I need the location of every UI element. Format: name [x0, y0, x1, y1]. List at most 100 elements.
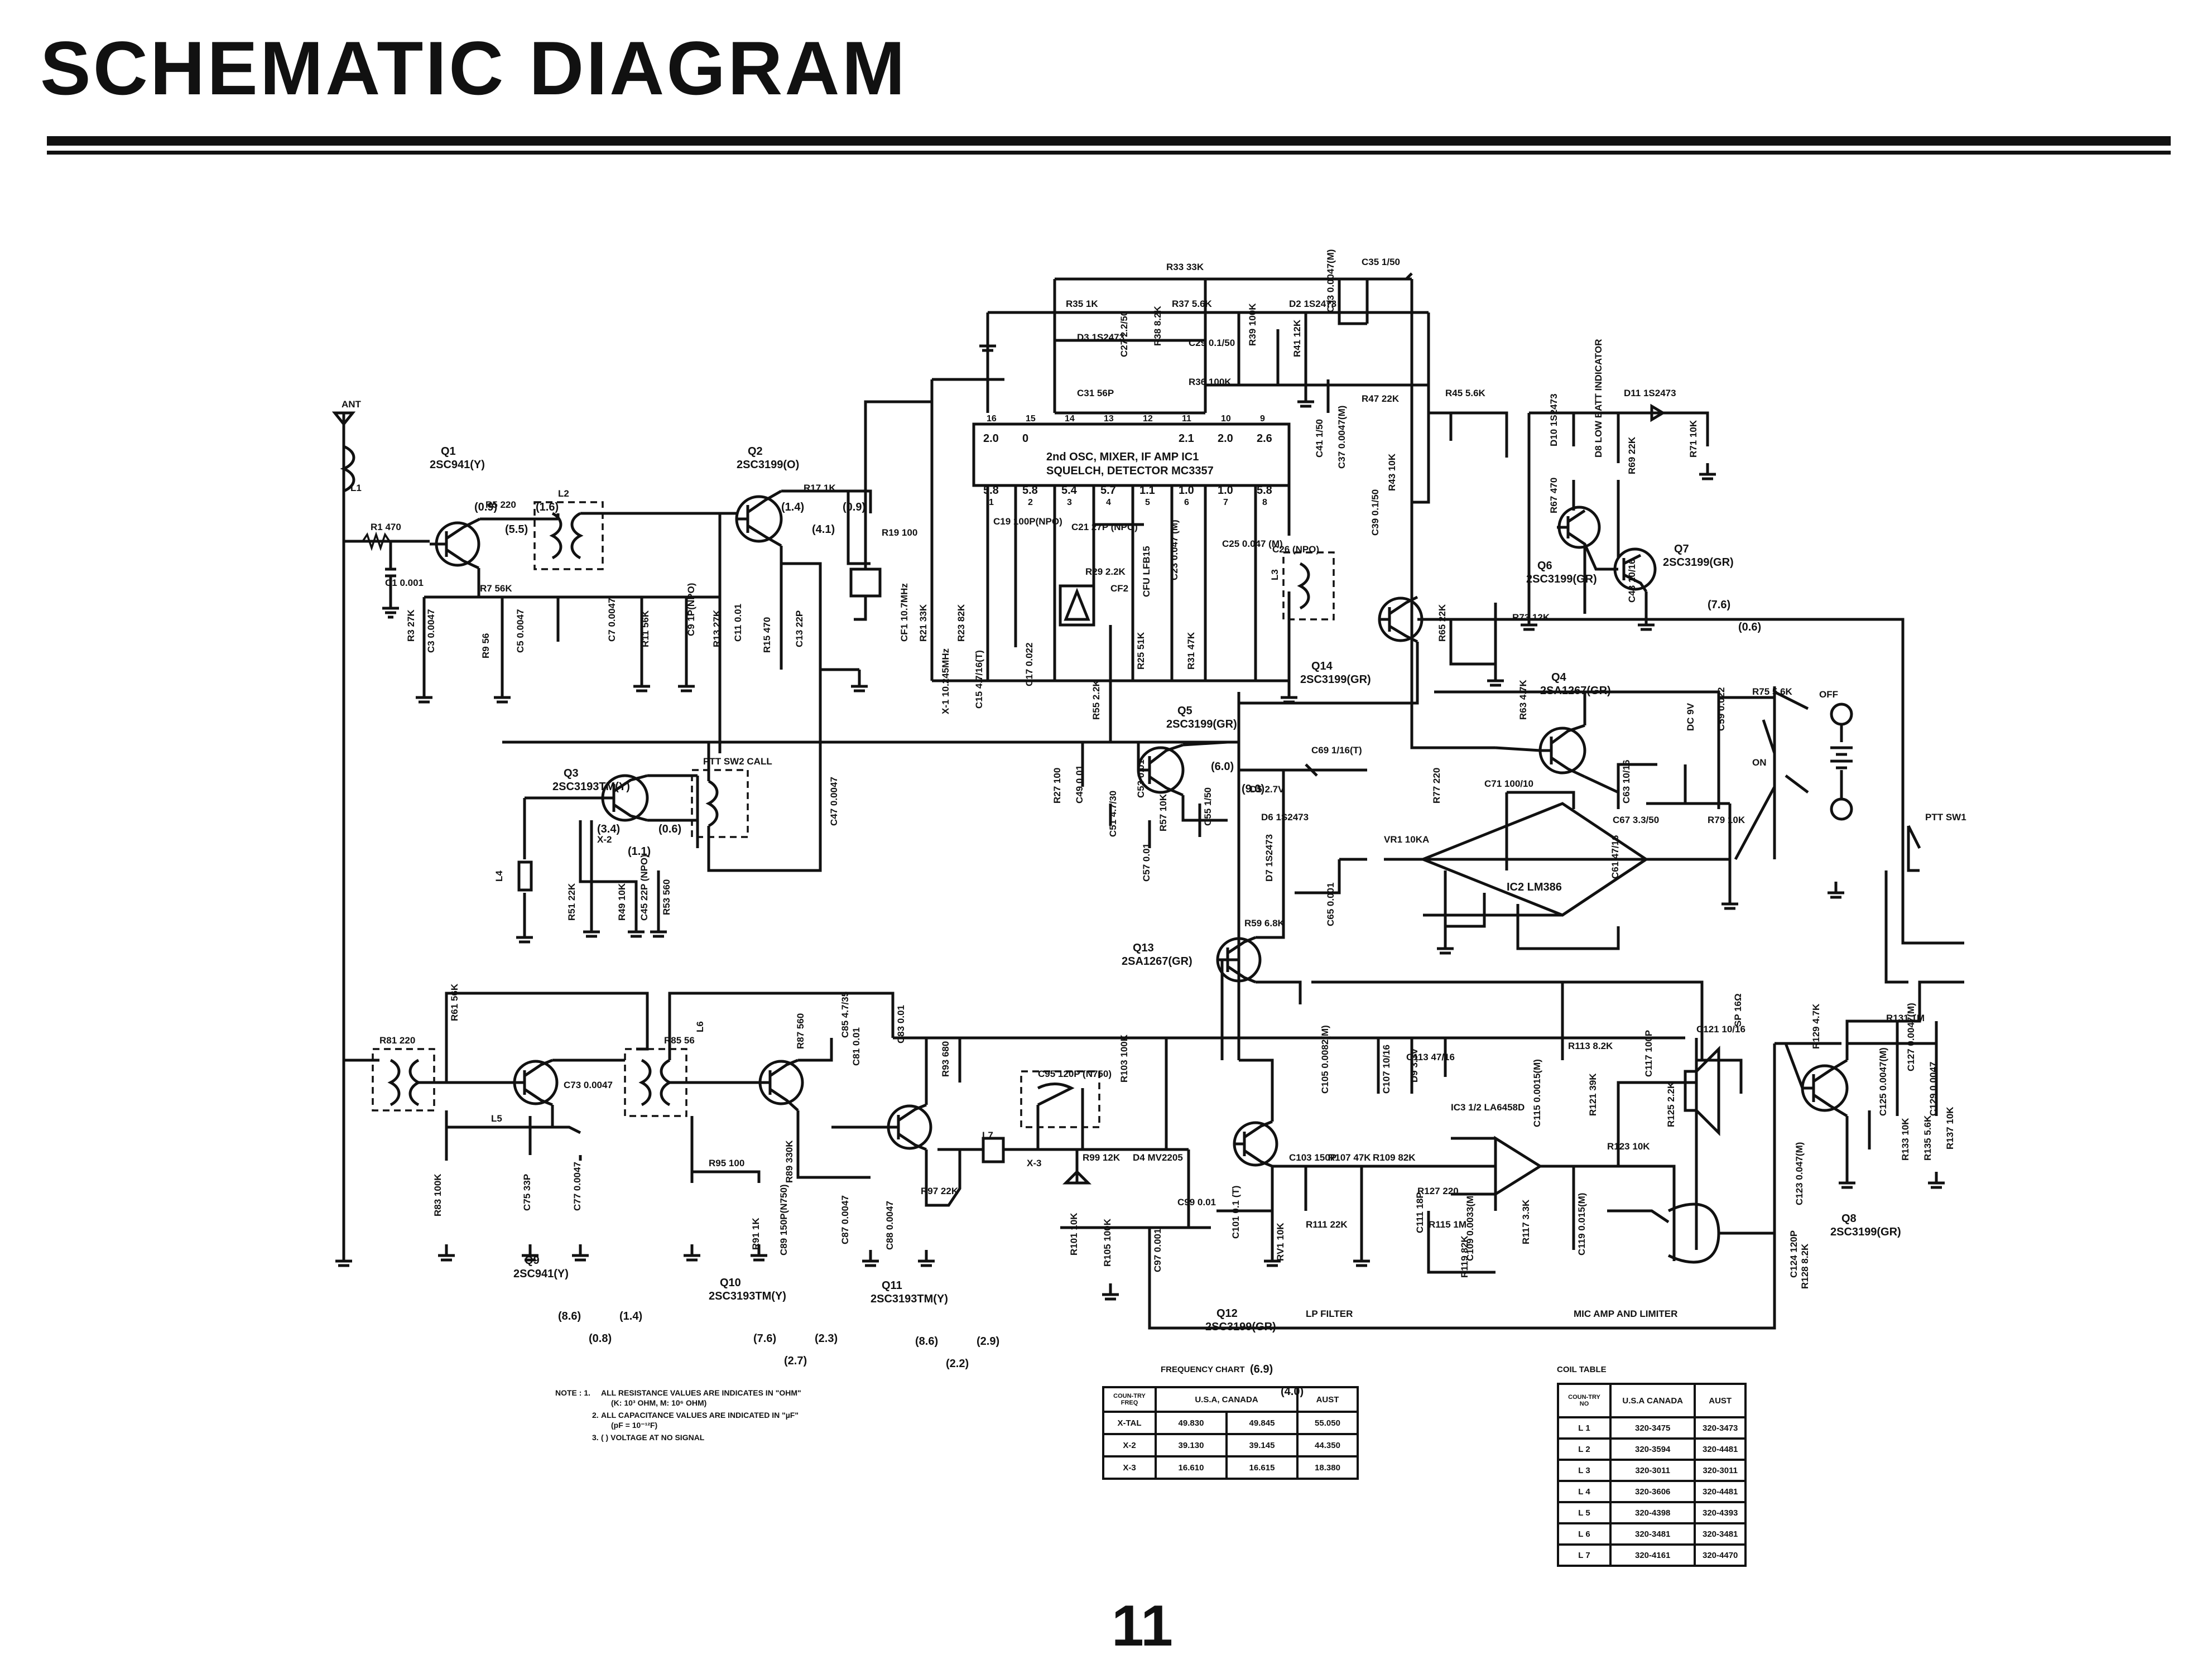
component-label: C51 4.7/30	[1108, 791, 1118, 837]
component-label: C77 0.0047	[572, 1162, 583, 1211]
component-label: R11 56K	[640, 610, 651, 647]
frequency-chart-header-usa: U.S.A, CANADA	[1155, 1386, 1299, 1413]
ic1-bottom-pins: 5.815.825.435.741.151.061.075.88	[983, 484, 1272, 507]
ic1-pin-voltage: 5.8	[1022, 484, 1038, 497]
component-label: R33 33K	[1166, 262, 1204, 272]
transistor-ref: Q12	[1216, 1307, 1238, 1320]
component-label: R137 10K	[1945, 1107, 1955, 1149]
component-label: R123 10K	[1607, 1141, 1650, 1152]
table-cell: 320-3011	[1609, 1459, 1696, 1482]
component-label: D9 3.3V	[1409, 1048, 1420, 1083]
transistor-part: 2SC3199(GR)	[1663, 556, 1734, 569]
component-label: R99 12K	[1083, 1152, 1121, 1163]
ic1-pin-voltage: 2.6	[1257, 432, 1272, 445]
table-cell: L 1	[1557, 1416, 1612, 1440]
component-label: C127 0.0047(M)	[1906, 1003, 1916, 1071]
component-label: R51 22K	[566, 883, 577, 921]
transistor-voltage: (2.9)	[977, 1335, 999, 1348]
transistor-voltage: (0.9)	[474, 501, 497, 513]
component-label: C29 0.1/50	[1189, 338, 1235, 348]
component-label: R15 470	[762, 617, 772, 653]
component-label: R129 4.7K	[1811, 1003, 1821, 1049]
component-label: X-3	[1027, 1158, 1041, 1168]
component-label: L4	[494, 870, 504, 882]
ic1-pin-voltage: 1.0	[1218, 484, 1233, 497]
component-label: C27 2.2/50	[1119, 311, 1129, 357]
component-label: R131 1M	[1886, 1013, 1925, 1023]
component-label: R105 100K	[1102, 1218, 1113, 1267]
transistor-part: 2SC941(Y)	[513, 1268, 569, 1280]
component-label: D2 1S2473	[1289, 299, 1336, 309]
coil-table-corner-bottom: NO	[1579, 1401, 1589, 1407]
component-label: C117 100P	[1643, 1030, 1654, 1077]
ic1-pin-number: 13	[1104, 414, 1114, 424]
transistor-voltage: (2.2)	[946, 1358, 969, 1370]
ic1-pin-voltage: 2.0	[983, 432, 999, 445]
component-label: C45 22P (NPO)	[639, 854, 650, 921]
transistor-ref: Q7	[1674, 543, 1689, 555]
title-rule-thick	[47, 136, 2171, 146]
table-cell: 49.845	[1225, 1411, 1299, 1435]
component-label: R81 220	[379, 1035, 415, 1046]
transistor-ref: Q8	[1841, 1213, 1857, 1225]
table-row: X-TAL 49.830 49.845 55.050	[1102, 1411, 1359, 1435]
table-cell: 55.050	[1296, 1411, 1359, 1435]
transistor-ref: Q5	[1177, 705, 1192, 717]
ic1-pin-number: 4	[1106, 498, 1111, 507]
component-label: R83 100K	[432, 1173, 443, 1216]
component-label: R75 5.6K	[1752, 686, 1793, 697]
transistor-voltage: (5.5)	[505, 523, 528, 536]
transistor-part: 2SC3193TM(Y)	[871, 1293, 948, 1305]
table-cell: 320-3481	[1694, 1522, 1747, 1546]
transistor-part: 2SA1267(GR)	[1540, 685, 1611, 697]
transistor-part: 2SC941(Y)	[430, 459, 485, 471]
component-label: D11 1S2473	[1624, 388, 1676, 398]
transistor-voltage: (7.6)	[753, 1333, 776, 1345]
ic1-pin-voltage: 0	[1022, 432, 1028, 445]
component-label: R117 3.3K	[1521, 1199, 1531, 1244]
transistor-voltage: (8.6)	[558, 1310, 581, 1322]
coil-table-corner: COUN-TRY NO	[1557, 1383, 1612, 1418]
component-label: C33 0.0047(M)	[1325, 249, 1336, 312]
component-label: R115 1M	[1429, 1219, 1466, 1230]
component-label: R128 8.2K	[1800, 1243, 1810, 1289]
note-1-text: ALL RESISTANCE VALUES ARE INDICATES IN "…	[601, 1388, 801, 1397]
component-label: C37 0.0047(M)	[1336, 406, 1347, 469]
component-label: R95 100	[709, 1158, 744, 1168]
component-label: C11 0.01	[733, 604, 743, 642]
frequency-chart-caption: FREQUENCY CHART	[1161, 1365, 1245, 1374]
transistor-part: 2SC3193TM(Y)	[552, 781, 630, 793]
component-label: R111 22K	[1306, 1219, 1348, 1230]
component-label: C1 0.001	[385, 578, 424, 588]
ic1-pin-voltage: 2.1	[1179, 432, 1194, 445]
component-label: C124 120P	[1788, 1230, 1799, 1278]
component-label: C26 (NPO)	[1272, 544, 1319, 555]
component-label: R41 12K	[1292, 319, 1302, 357]
component-label: C109 0.0033(M)	[1465, 1192, 1475, 1261]
title-rule-thin	[47, 151, 2171, 155]
table-cell: X-2	[1102, 1433, 1157, 1457]
component-label: C31 56P	[1077, 388, 1114, 398]
component-label: LP FILTER	[1306, 1309, 1353, 1319]
component-label: L6	[695, 1021, 705, 1032]
transistor-ref: Q9	[525, 1254, 540, 1267]
component-label: C87 0.0047	[840, 1195, 850, 1244]
component-label: C17 0.022	[1024, 643, 1035, 686]
coil-table-header-usa: U.S.A CANADA	[1609, 1383, 1696, 1418]
transistor-voltage: (7.6)	[1708, 599, 1730, 611]
frequency-chart: COUN-TRY FREQ U.S.A, CANADA AUST X-TAL 4…	[1102, 1386, 1359, 1480]
component-label: R37 5.6K	[1172, 299, 1213, 309]
component-label: L7	[982, 1130, 993, 1141]
ic1-pin-number: 9	[1260, 414, 1265, 424]
component-label: R127 220	[1417, 1186, 1459, 1196]
ic1-pin-number: 15	[1026, 414, 1036, 424]
table-cell: 16.610	[1155, 1455, 1228, 1480]
component-label: PTT SW2 CALL	[703, 756, 772, 767]
component-label: R69 22K	[1627, 436, 1637, 474]
component-label: R7 56K	[480, 583, 512, 594]
component-label: C61 47/16	[1610, 835, 1620, 879]
transistor-voltage: (1.4)	[619, 1310, 642, 1322]
component-label: C97 0.001	[1152, 1229, 1163, 1272]
